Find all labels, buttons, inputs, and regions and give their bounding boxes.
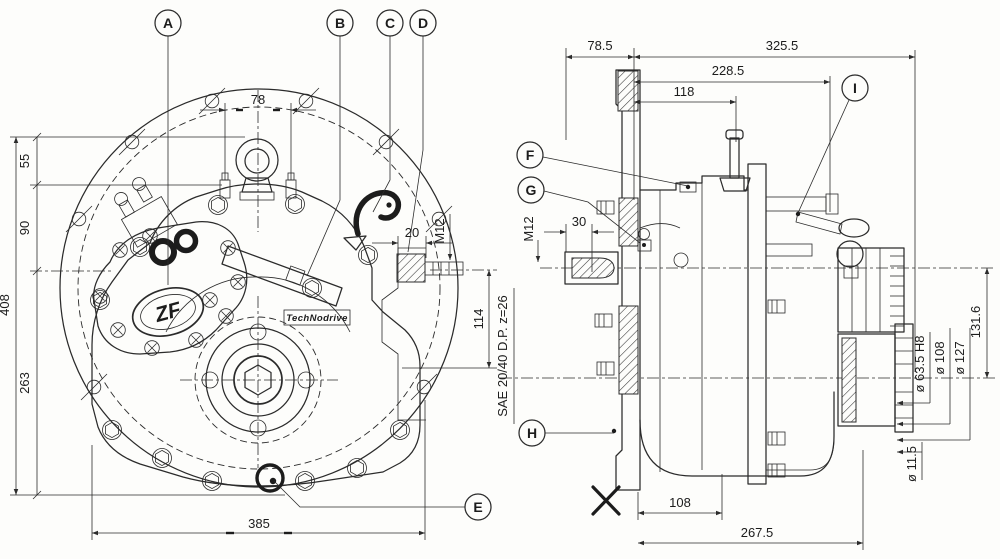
callout-g xyxy=(517,176,545,204)
datum-x-mark xyxy=(591,485,621,516)
input-shaft xyxy=(564,251,619,285)
callouts-side: F G H I xyxy=(516,74,869,516)
shift-rod xyxy=(221,245,343,307)
dim-dia63-5: ø 63.5 H8 xyxy=(912,335,927,392)
mounting-flange xyxy=(594,69,641,491)
dim-408: 408 xyxy=(0,294,12,316)
dark-knob-2 xyxy=(173,228,199,254)
dim-m12-side: M12 xyxy=(521,216,536,241)
dim-131-6: 131.6 xyxy=(968,306,983,339)
callout-a xyxy=(154,9,182,37)
shift-lever xyxy=(679,129,751,193)
dim-55: 55 xyxy=(17,154,32,168)
drain-plug xyxy=(255,463,285,493)
dim-dia108: ø 108 xyxy=(932,341,947,374)
dim-20: 20 xyxy=(405,225,419,240)
callout-d xyxy=(409,9,437,37)
gear-housing-outline xyxy=(91,183,421,487)
callout-d-label: D xyxy=(418,15,428,31)
callout-e-label: E xyxy=(473,499,482,515)
callout-b xyxy=(326,9,354,37)
callout-b-label: B xyxy=(335,15,345,31)
zf-logo-text: ZF xyxy=(152,298,185,327)
dim-118: 118 xyxy=(674,84,695,99)
callouts-front: A B C D E xyxy=(154,9,492,521)
callout-i xyxy=(841,74,869,102)
lifting-eye-bolt xyxy=(235,138,279,201)
dark-knob-1 xyxy=(149,238,177,266)
rear-plate xyxy=(747,163,767,485)
oil-cooler xyxy=(837,247,905,333)
output-hex-plug xyxy=(244,364,272,396)
callout-c xyxy=(376,9,404,37)
side-dimensions: 78.5 325.5 228.5 118 M12 30 SAE 20/40 D.… xyxy=(495,38,990,550)
dim-108: 108 xyxy=(669,495,691,510)
callout-e xyxy=(464,493,492,521)
technodrive-logo: TechNodrive xyxy=(283,309,351,326)
dim-228-5: 228.5 xyxy=(712,63,745,78)
dim-dia11-5: ø 11.5 xyxy=(904,446,919,482)
front-view: ZF TechNodrive 78 xyxy=(0,9,497,540)
side-housing xyxy=(639,163,835,485)
dim-78: 78 xyxy=(251,92,265,107)
dim-263: 263 xyxy=(17,372,32,394)
valve-block xyxy=(114,177,178,248)
callout-f-label: F xyxy=(526,147,535,163)
bleed-valve xyxy=(637,228,652,252)
mount-bracket xyxy=(381,247,426,421)
dim-30: 30 xyxy=(572,214,586,229)
oil-pump-assembly: ZF xyxy=(92,177,248,356)
callout-c-label: C xyxy=(385,15,395,31)
callout-a-label: A xyxy=(163,15,173,31)
dim-385: 385 xyxy=(248,516,270,531)
callout-h-label: H xyxy=(527,425,537,441)
dim-325-5: 325.5 xyxy=(766,38,799,53)
dim-90: 90 xyxy=(17,221,32,235)
callout-g-label: G xyxy=(526,182,537,198)
callout-f xyxy=(516,141,544,169)
dim-114: 114 xyxy=(471,309,486,330)
technodrive-text: TechNodrive xyxy=(286,313,348,324)
front-dimensions: 78 55 90 263 408 385 20 M12 114 xyxy=(0,92,497,540)
callout-h xyxy=(518,419,546,447)
spline-spec: SAE 20/40 D.P. z=26 xyxy=(495,295,510,417)
dim-m12-front: M12 xyxy=(432,218,447,243)
dim-78-5: 78.5 xyxy=(587,38,612,53)
hook-lever xyxy=(343,189,402,251)
rear-studs xyxy=(765,193,870,478)
dim-267-5: 267.5 xyxy=(741,525,774,540)
dim-dia127: ø 127 xyxy=(952,341,967,374)
output-boss xyxy=(194,316,322,444)
zf-logo: ZF xyxy=(131,287,205,337)
callout-i-label: I xyxy=(853,80,857,96)
bolt-circle-dashed xyxy=(77,106,441,470)
m12-stud xyxy=(396,253,464,283)
side-view: 78.5 325.5 228.5 118 M12 30 SAE 20/40 D.… xyxy=(495,38,995,550)
